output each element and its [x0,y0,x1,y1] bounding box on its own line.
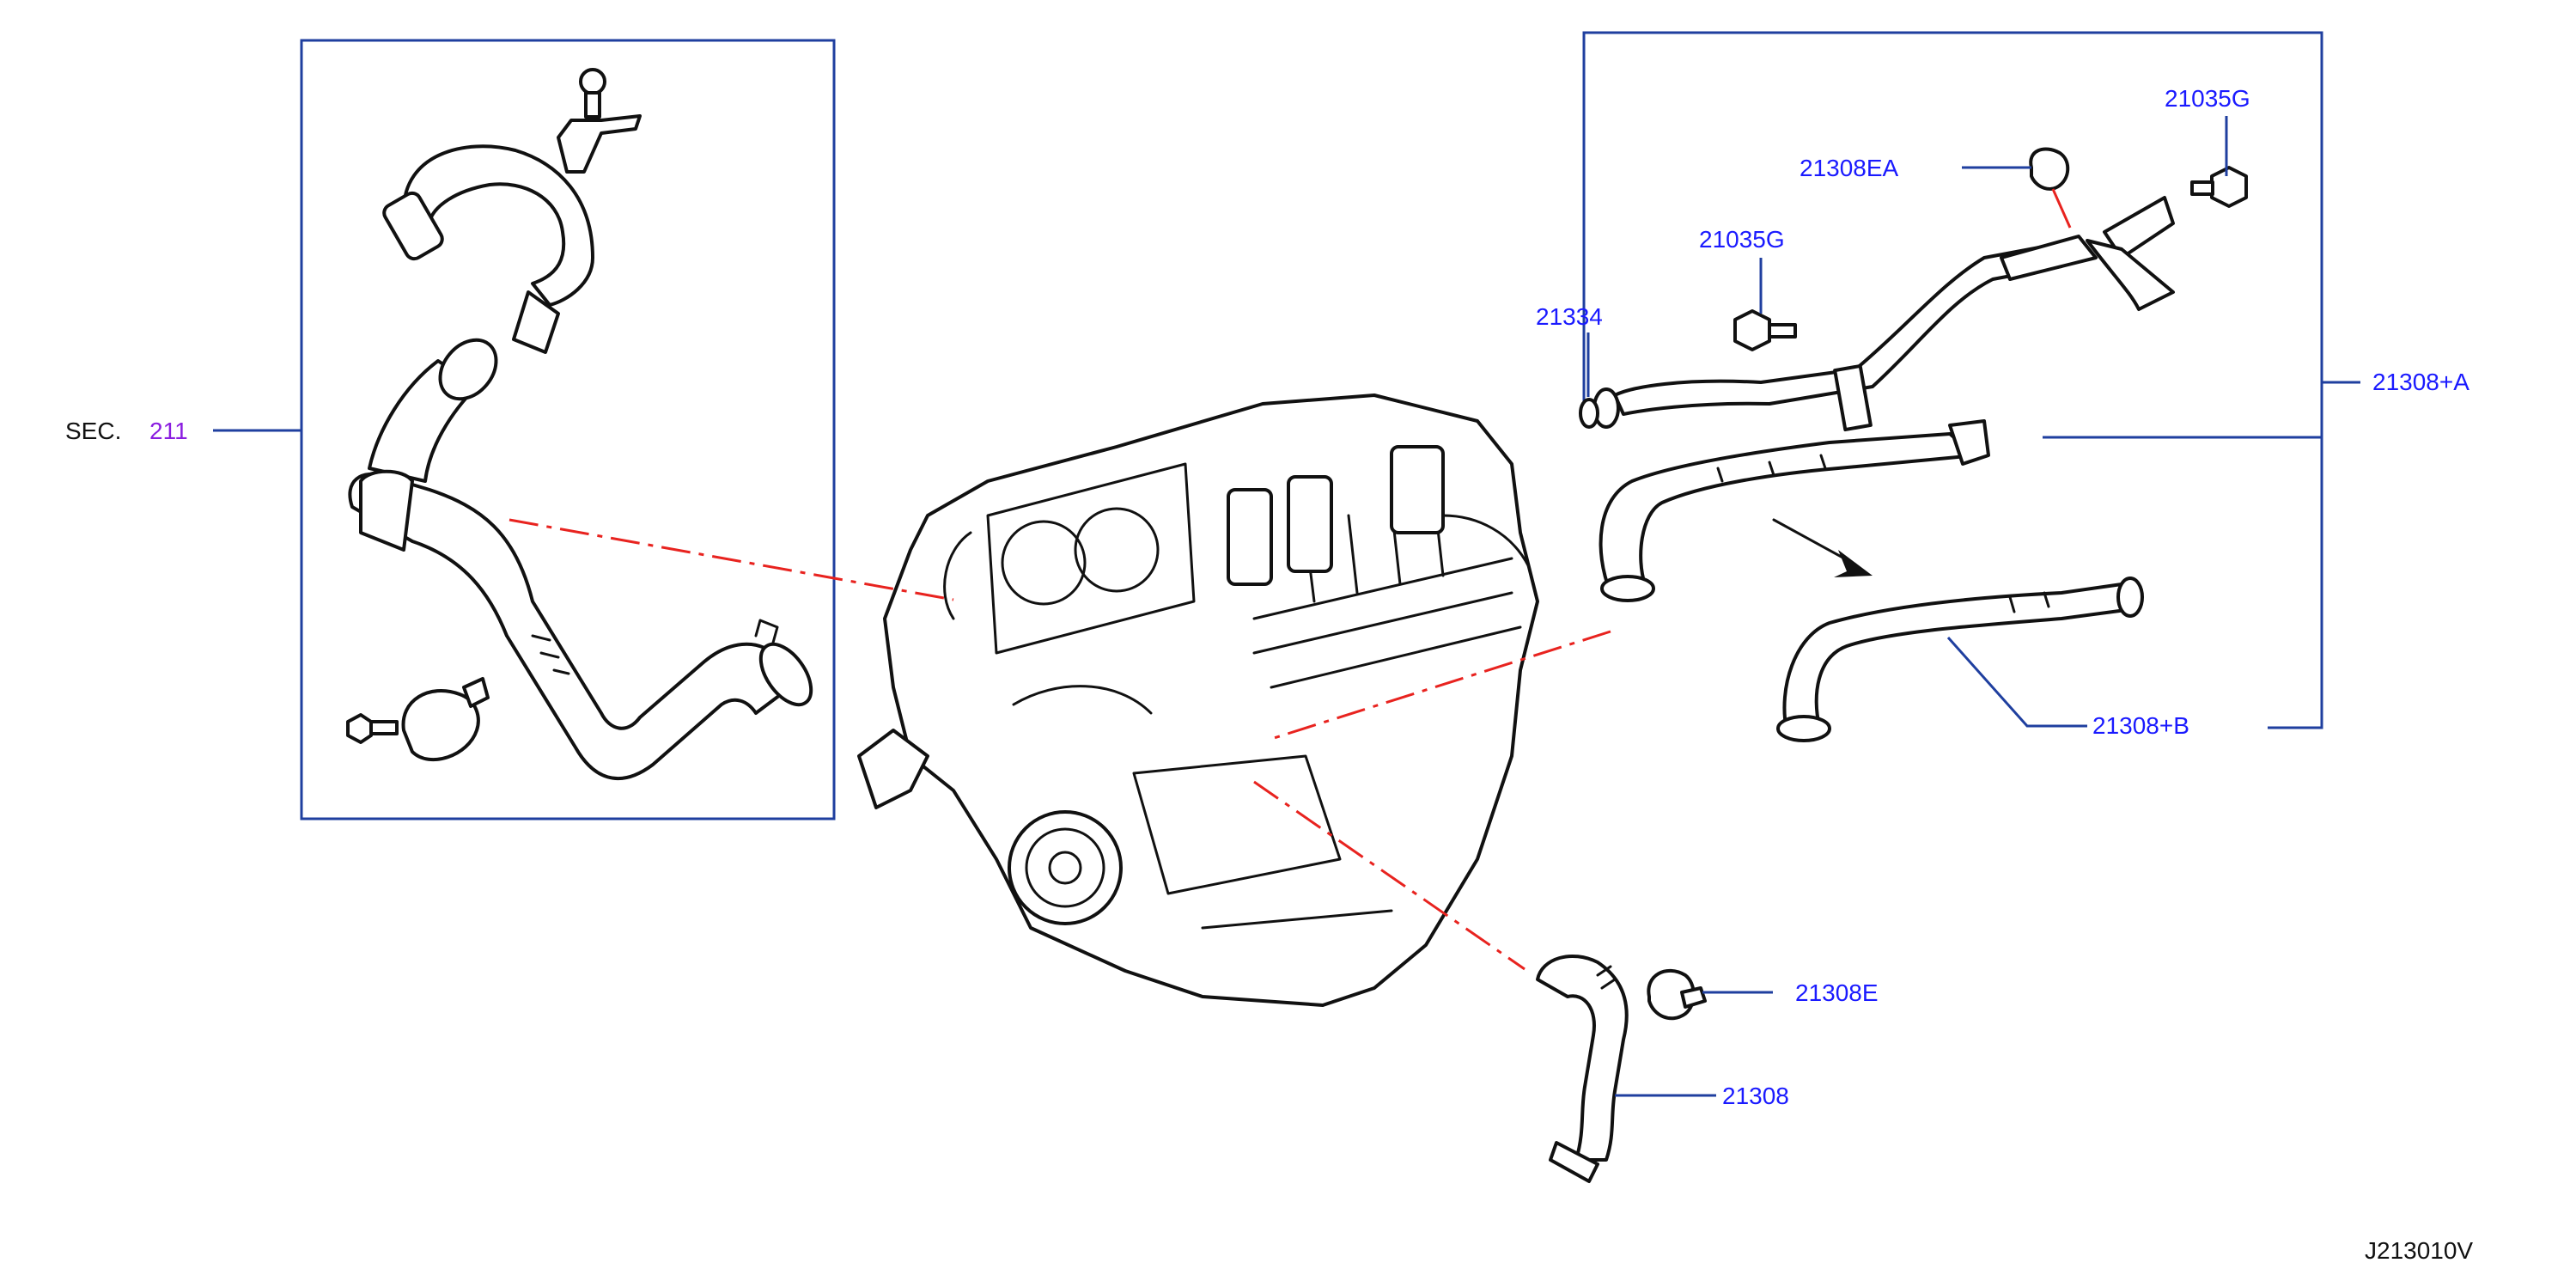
callout-21334[interactable]: 21334 [1536,303,1603,330]
clamp-21308ea [2029,147,2072,229]
ref-line-right [1270,630,1611,741]
engine-assembly [857,393,1539,1007]
callout-21035g-top[interactable]: 21035G [2165,85,2250,112]
hose-clamp [401,677,490,761]
group-a-frame [1582,31,2323,729]
callout-21308a[interactable]: 21308+A [2372,369,2469,395]
sec-prefix-label: SEC. [65,418,121,444]
bolt [346,713,399,744]
callout-21308e[interactable]: 21308E [1795,979,1879,1006]
radiator-hose [348,338,813,780]
sec-number-label[interactable]: 211 [149,418,188,444]
diagram-id: J213010V [2365,1237,2473,1264]
ref-line-left [509,518,954,601]
ref-line-bottom [1253,780,1526,971]
hose-21308-group [1536,954,1773,1183]
callout-21308[interactable]: 21308 [1722,1083,1789,1109]
hose-21308a [1599,419,1990,602]
callout-21035g-mid[interactable]: 21035G [1699,226,1785,253]
hose-21308b [1776,576,2144,742]
bolt-21035g-top [2190,166,2248,208]
callout-21308ea[interactable]: 21308EA [1800,155,1899,181]
leader-21308b [1946,637,2087,728]
reference-lines [509,518,1611,971]
bolt-21035g-mid [1733,309,1797,351]
transition-arrow [1772,518,1873,577]
leader-21308 [1615,1094,1716,1097]
sec-211-group [213,39,836,821]
hose-21308 [1536,954,1629,1183]
callout-21308b[interactable]: 21308+B [2092,712,2189,739]
water-pipe-upper [1592,196,2175,432]
o-ring-21334 [1579,398,1599,429]
upper-water-pipe [382,68,642,354]
pipe-group-a [1579,31,2360,742]
clamp-21308e [1647,969,1707,1021]
